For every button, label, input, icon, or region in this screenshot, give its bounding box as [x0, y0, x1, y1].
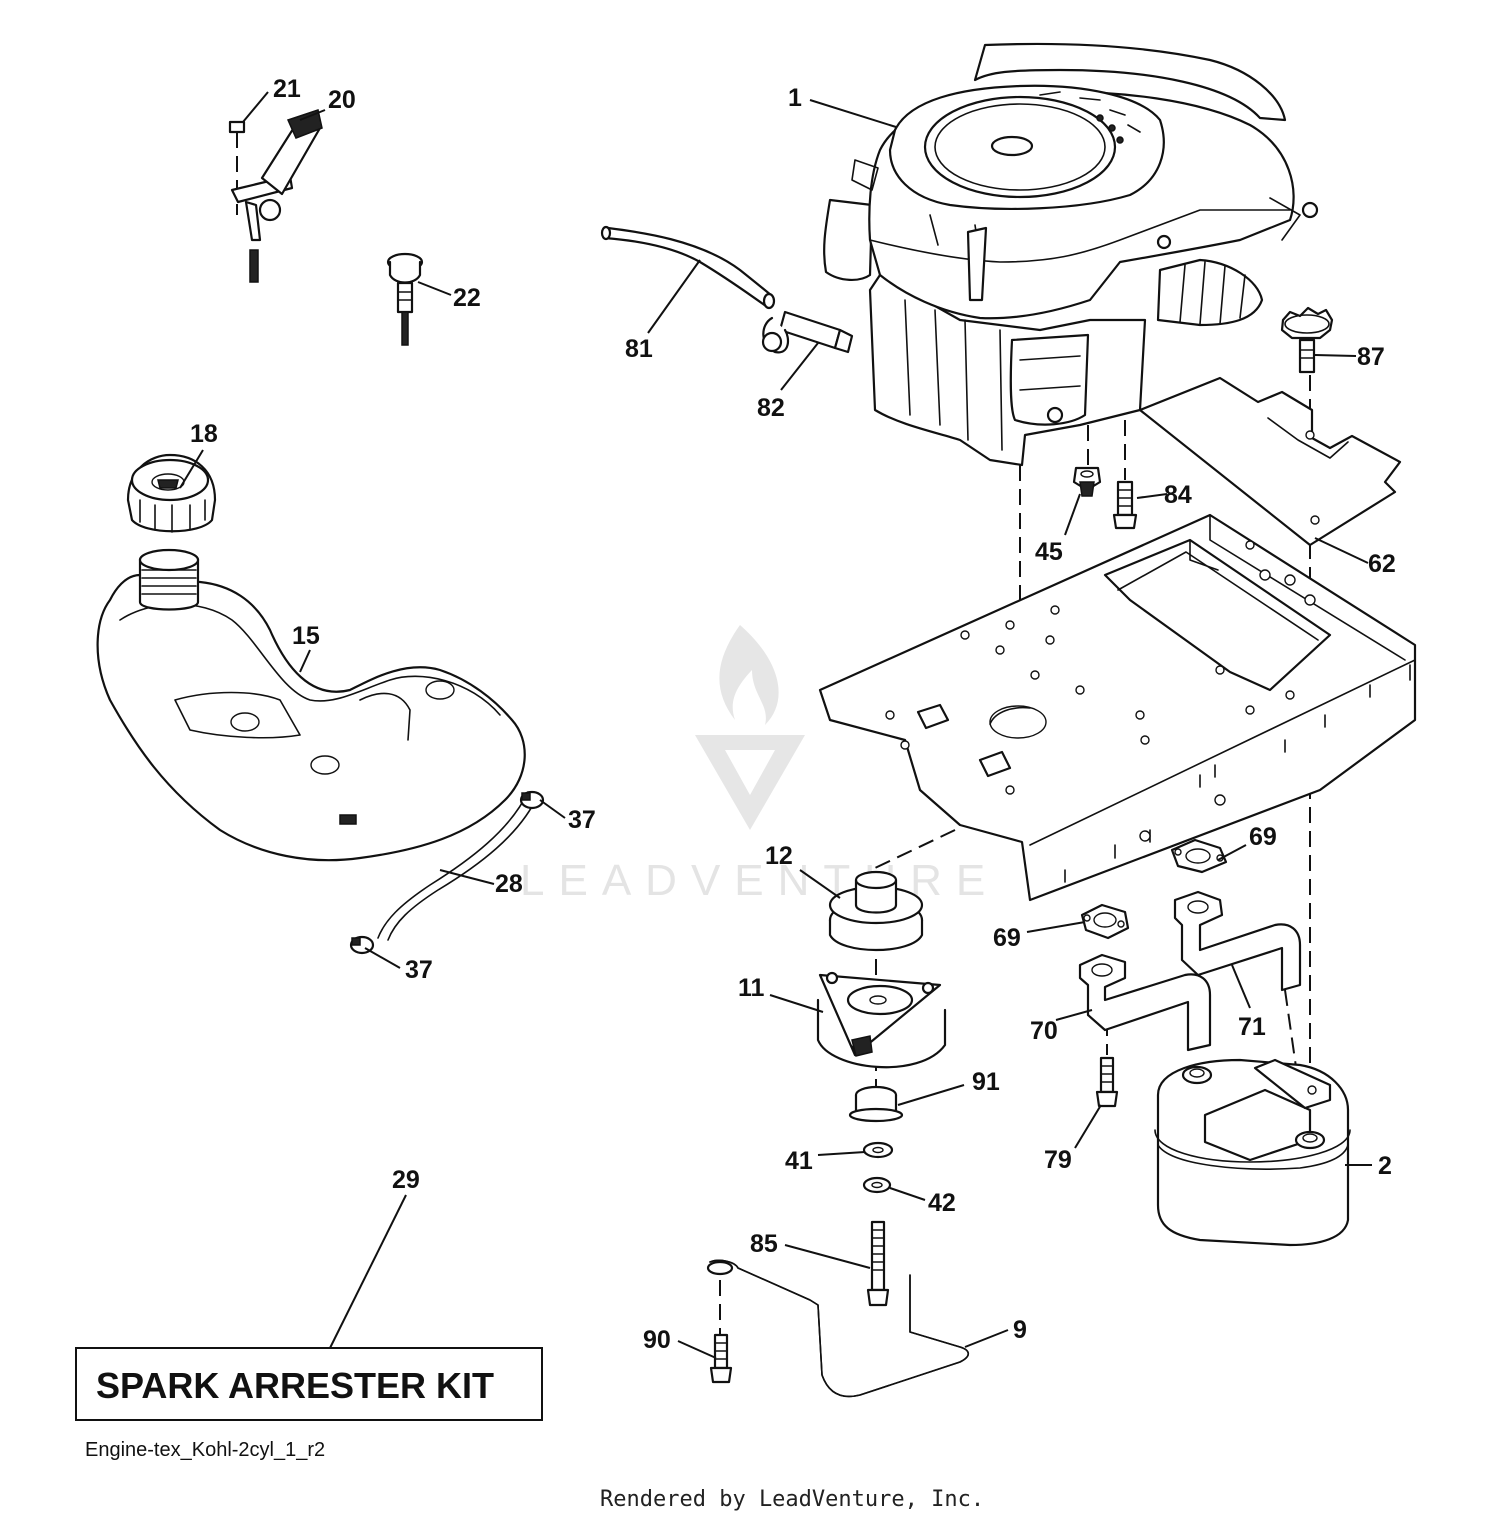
callout-82: 82	[757, 394, 785, 422]
kit-box-label: SPARK ARRESTER KIT	[96, 1365, 494, 1406]
callout-69-right: 69	[1249, 823, 1277, 851]
callout-42: 42	[928, 1189, 956, 1217]
part-callouts: 1 2 9 11 12 15 18 20 21 22 28 29 37 37 4…	[190, 75, 1396, 1354]
gasket-69-lower	[1080, 903, 1130, 940]
callout-84: 84	[1164, 481, 1192, 509]
callout-29: 29	[392, 1166, 420, 1194]
rod-9	[706, 1259, 970, 1398]
frame-holes	[885, 515, 1320, 795]
fuel-cap-18	[126, 453, 217, 533]
bolt-90	[709, 1333, 733, 1384]
heat-shield-62	[1138, 376, 1402, 547]
callout-81: 81	[625, 335, 653, 363]
knob-22	[386, 252, 424, 346]
nut-45	[1072, 466, 1102, 497]
fuel-fitting-82	[761, 310, 854, 354]
callout-28: 28	[495, 870, 523, 898]
spacer-91	[848, 1085, 904, 1123]
callout-37-bottom: 37	[405, 956, 433, 984]
callout-37-top: 37	[568, 806, 596, 834]
callout-leaders	[179, 91, 1372, 1359]
callout-87: 87	[1357, 343, 1385, 371]
callout-21: 21	[273, 75, 301, 103]
fuel-hose-81	[600, 225, 776, 310]
pulley-12	[828, 870, 924, 951]
callout-22: 22	[453, 284, 481, 312]
washer-41	[862, 1141, 894, 1159]
footer-credit: Rendered by LeadVenture, Inc.	[600, 1487, 984, 1512]
engine-1	[823, 42, 1319, 467]
bolt-85	[866, 1220, 890, 1307]
callout-2: 2	[1378, 1152, 1392, 1180]
callout-91: 91	[972, 1068, 1000, 1096]
washer-42	[862, 1176, 892, 1194]
callout-41: 41	[785, 1147, 813, 1175]
exhaust-pipe-70	[1078, 953, 1212, 1052]
callout-70: 70	[1030, 1017, 1058, 1045]
callout-85: 85	[750, 1230, 778, 1258]
callout-18: 18	[190, 420, 218, 448]
callout-11: 11	[738, 974, 765, 1002]
pto-clutch-11	[816, 971, 947, 1069]
callout-71: 71	[1238, 1013, 1266, 1041]
callout-9: 9	[1013, 1316, 1027, 1344]
knob-87	[1280, 306, 1334, 374]
spark-arrester-kit-box: SPARK ARRESTER KIT	[75, 1347, 543, 1421]
watermark-text: LEADVENTURE	[520, 856, 999, 905]
callout-12: 12	[765, 842, 793, 870]
drawing-code: Engine-tex_Kohl-2cyl_1_r2	[85, 1439, 325, 1461]
hose-clamp-37-top	[519, 790, 545, 810]
bolt-79	[1095, 1056, 1119, 1108]
callout-90: 90	[643, 1326, 671, 1354]
fuel-line-28	[377, 791, 539, 941]
callout-1: 1	[788, 84, 802, 112]
callout-79: 79	[1044, 1146, 1072, 1174]
muffler-2	[1154, 1058, 1351, 1247]
callout-20: 20	[328, 86, 356, 114]
callout-15: 15	[292, 622, 320, 650]
fuel-tank-15	[96, 548, 526, 862]
bolt-84	[1112, 480, 1138, 530]
throttle-control-assembly	[228, 109, 323, 283]
callout-62: 62	[1368, 550, 1396, 578]
callout-69-left: 69	[993, 924, 1021, 952]
engine-frame-plate	[818, 513, 1417, 902]
callout-45: 45	[1035, 538, 1063, 566]
gasket-69-upper	[1170, 838, 1228, 874]
